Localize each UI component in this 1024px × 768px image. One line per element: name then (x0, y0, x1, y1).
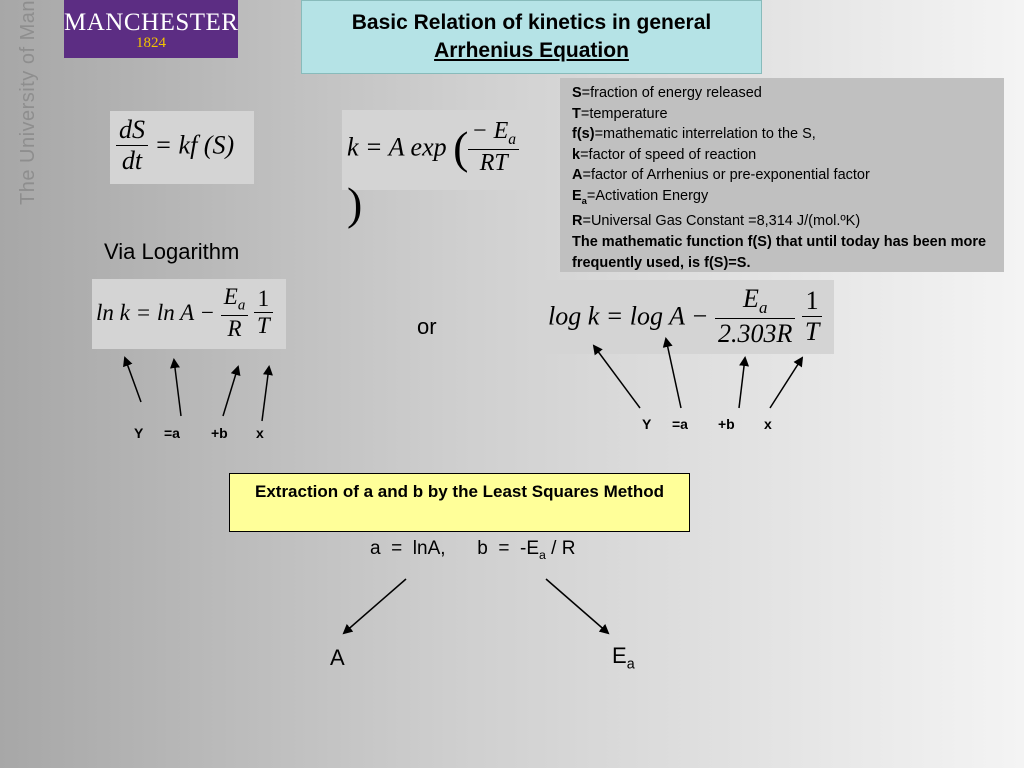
glossary-item: T=temperature (572, 104, 994, 125)
eq1-num: dS (116, 115, 148, 146)
glossary-symbol-sub: a (581, 194, 587, 206)
right-b-label: +b (718, 416, 735, 432)
arrow-right-x (769, 356, 804, 409)
right-x-label: x (764, 416, 772, 432)
glossary-text: =factor of Arrhenius or pre-exponential … (582, 167, 870, 183)
eq4-num: E (743, 284, 759, 313)
b-definition-sub: a (539, 547, 546, 562)
glossary-text: =Universal Gas Constant =8,314 J/(mol.ºK… (582, 212, 861, 229)
eq4-den2: T (804, 317, 820, 347)
glossary-symbol: E (572, 187, 582, 204)
glossary-text: =temperature (580, 105, 668, 122)
left-b-label: +b (211, 425, 228, 441)
glossary-item: f(s)=mathematic interrelation to the S, (572, 124, 994, 145)
glossary-symbol: T (572, 105, 581, 122)
arrow-right-a (662, 337, 682, 409)
eq3-num2: 1 (254, 286, 273, 314)
eq4-num-sub: a (758, 298, 768, 318)
title-line2: Arrhenius Equation (434, 39, 629, 62)
via-logarithm-label: Via Logarithm (104, 239, 240, 264)
a-definition: a = lnA, (370, 538, 446, 559)
eq3-lhs: ln k = ln A − (96, 299, 215, 325)
glossary-item: A=factor of Arrhenius or pre-exponential… (572, 165, 994, 186)
glossary-item: R=Universal Gas Constant =8,314 J/(mol.º… (572, 211, 994, 232)
right-y-label: Y (642, 416, 652, 432)
slide-title: Basic Relation of kinetics in general Ar… (301, 0, 762, 74)
glossary-symbol: k (572, 146, 581, 163)
eq2-den: RT (479, 149, 508, 176)
glossary-symbol: S (572, 85, 582, 101)
or-label: or (417, 314, 437, 339)
manchester-logo: MANCHESTER 1824 (64, 0, 238, 58)
logo-name: MANCHESTER (64, 9, 239, 36)
least-squares-box: Extraction of a and b by the Least Squar… (229, 473, 690, 532)
glossary-item: k=factor of speed of reaction (572, 145, 994, 166)
glossary-note: The mathematic function f(S) that until … (572, 234, 987, 271)
eq1-rhs: = kf (S) (154, 130, 235, 160)
left-y-label: Y (134, 425, 144, 441)
result-Ea: Ea (612, 643, 635, 672)
eq3-num-sub: a (237, 297, 246, 314)
glossary-symbol: f(s) (572, 126, 595, 142)
arrow-right-y (592, 344, 641, 409)
arrow-to-Ea (545, 578, 610, 635)
arrow-to-A (342, 578, 407, 635)
glossary-symbol: A (572, 167, 583, 183)
b-definition-tail: / R (545, 538, 576, 559)
b-definition: b = -E (477, 538, 539, 559)
eq3-den: R (227, 315, 242, 341)
glossary-text: =mathematic interrelation to the S, (594, 126, 816, 142)
arrow-left-x (261, 365, 273, 422)
eq4-lhs: log k = log A − (548, 301, 709, 331)
glossary-text: =factor of speed of reaction (580, 146, 757, 163)
eq3-den2: T (257, 313, 270, 339)
left-a-label: =a (164, 425, 180, 441)
result-Ea-sub: a (626, 656, 635, 673)
glossary-symbol: R (572, 212, 583, 229)
ab-definition: a = lnA, b = -Ea / R (370, 538, 575, 562)
result-A: A (330, 645, 345, 670)
arrow-right-b (738, 356, 750, 409)
glossary-item: S=fraction of energy released (572, 83, 994, 104)
arrow-left-a (170, 358, 182, 417)
eq2-lhs: k = A exp (347, 132, 447, 162)
arrow-left-b (222, 365, 241, 417)
title-line1: Basic Relation of kinetics in general (351, 11, 712, 34)
eq1-den: dt (121, 146, 143, 175)
result-Ea-main: E (612, 643, 627, 668)
eq4-den: 2.303R (718, 319, 793, 349)
glossary-text: =Activation Energy (586, 187, 709, 204)
left-x-label: x (256, 425, 264, 441)
eq3-num: E (223, 284, 238, 309)
glossary-text: =fraction of energy released (581, 85, 762, 101)
eq4-num2: 1 (801, 286, 823, 318)
logo-year: 1824 (136, 35, 166, 51)
eq2-num: − E (471, 118, 509, 144)
right-a-label: =a (672, 416, 688, 432)
glossary-item: Ea=Activation Energy (572, 186, 994, 211)
arrow-left-y (123, 356, 142, 403)
eq2-num-sub: a (508, 130, 517, 148)
